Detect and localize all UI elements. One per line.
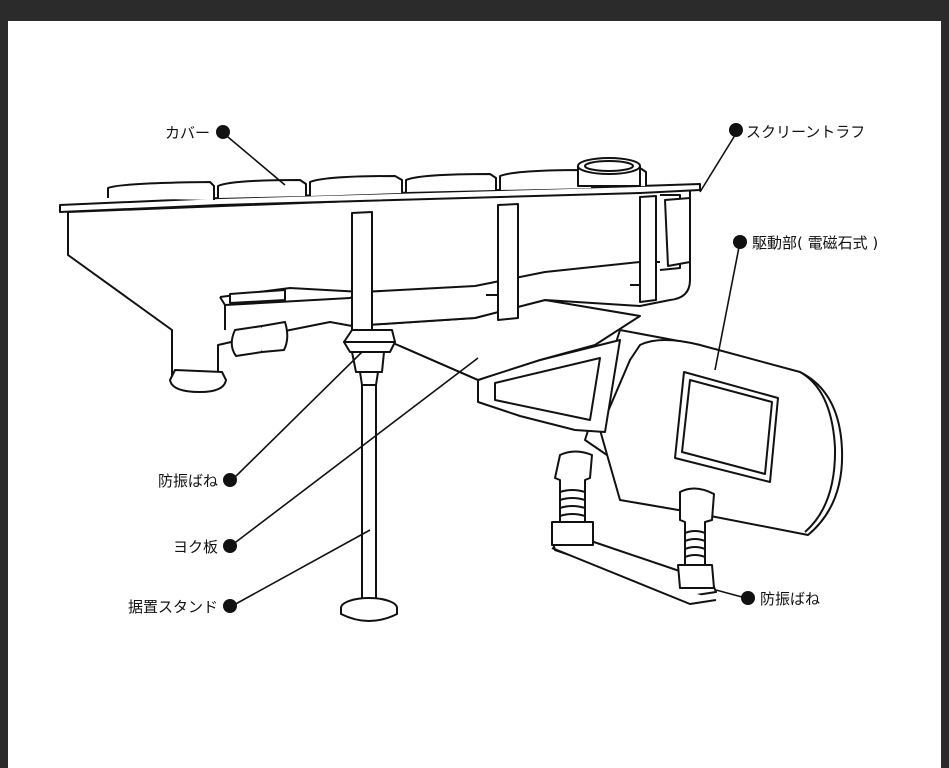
- bullets: [216, 123, 755, 613]
- label-stand: 据置スタンド: [128, 598, 218, 616]
- support-stand: [340, 329, 398, 622]
- label-drive-unit: 駆動部( 電磁石式 ): [752, 234, 878, 252]
- label-anti-vibration-spring-right: 防振ばね: [760, 590, 820, 608]
- cover-segments: [107, 157, 647, 200]
- label-yoke-plate: ヨク板: [173, 538, 218, 556]
- leader-lines: [221, 131, 743, 607]
- label-screen-trough: スクリーントラフ: [746, 123, 865, 141]
- label-cover: カバー: [165, 124, 210, 142]
- screen-trough: [67, 187, 691, 393]
- drive-unit: [477, 329, 844, 536]
- right-spring-assembly: [551, 450, 717, 605]
- label-anti-vibration-spring-left: 防振ばね: [158, 472, 218, 490]
